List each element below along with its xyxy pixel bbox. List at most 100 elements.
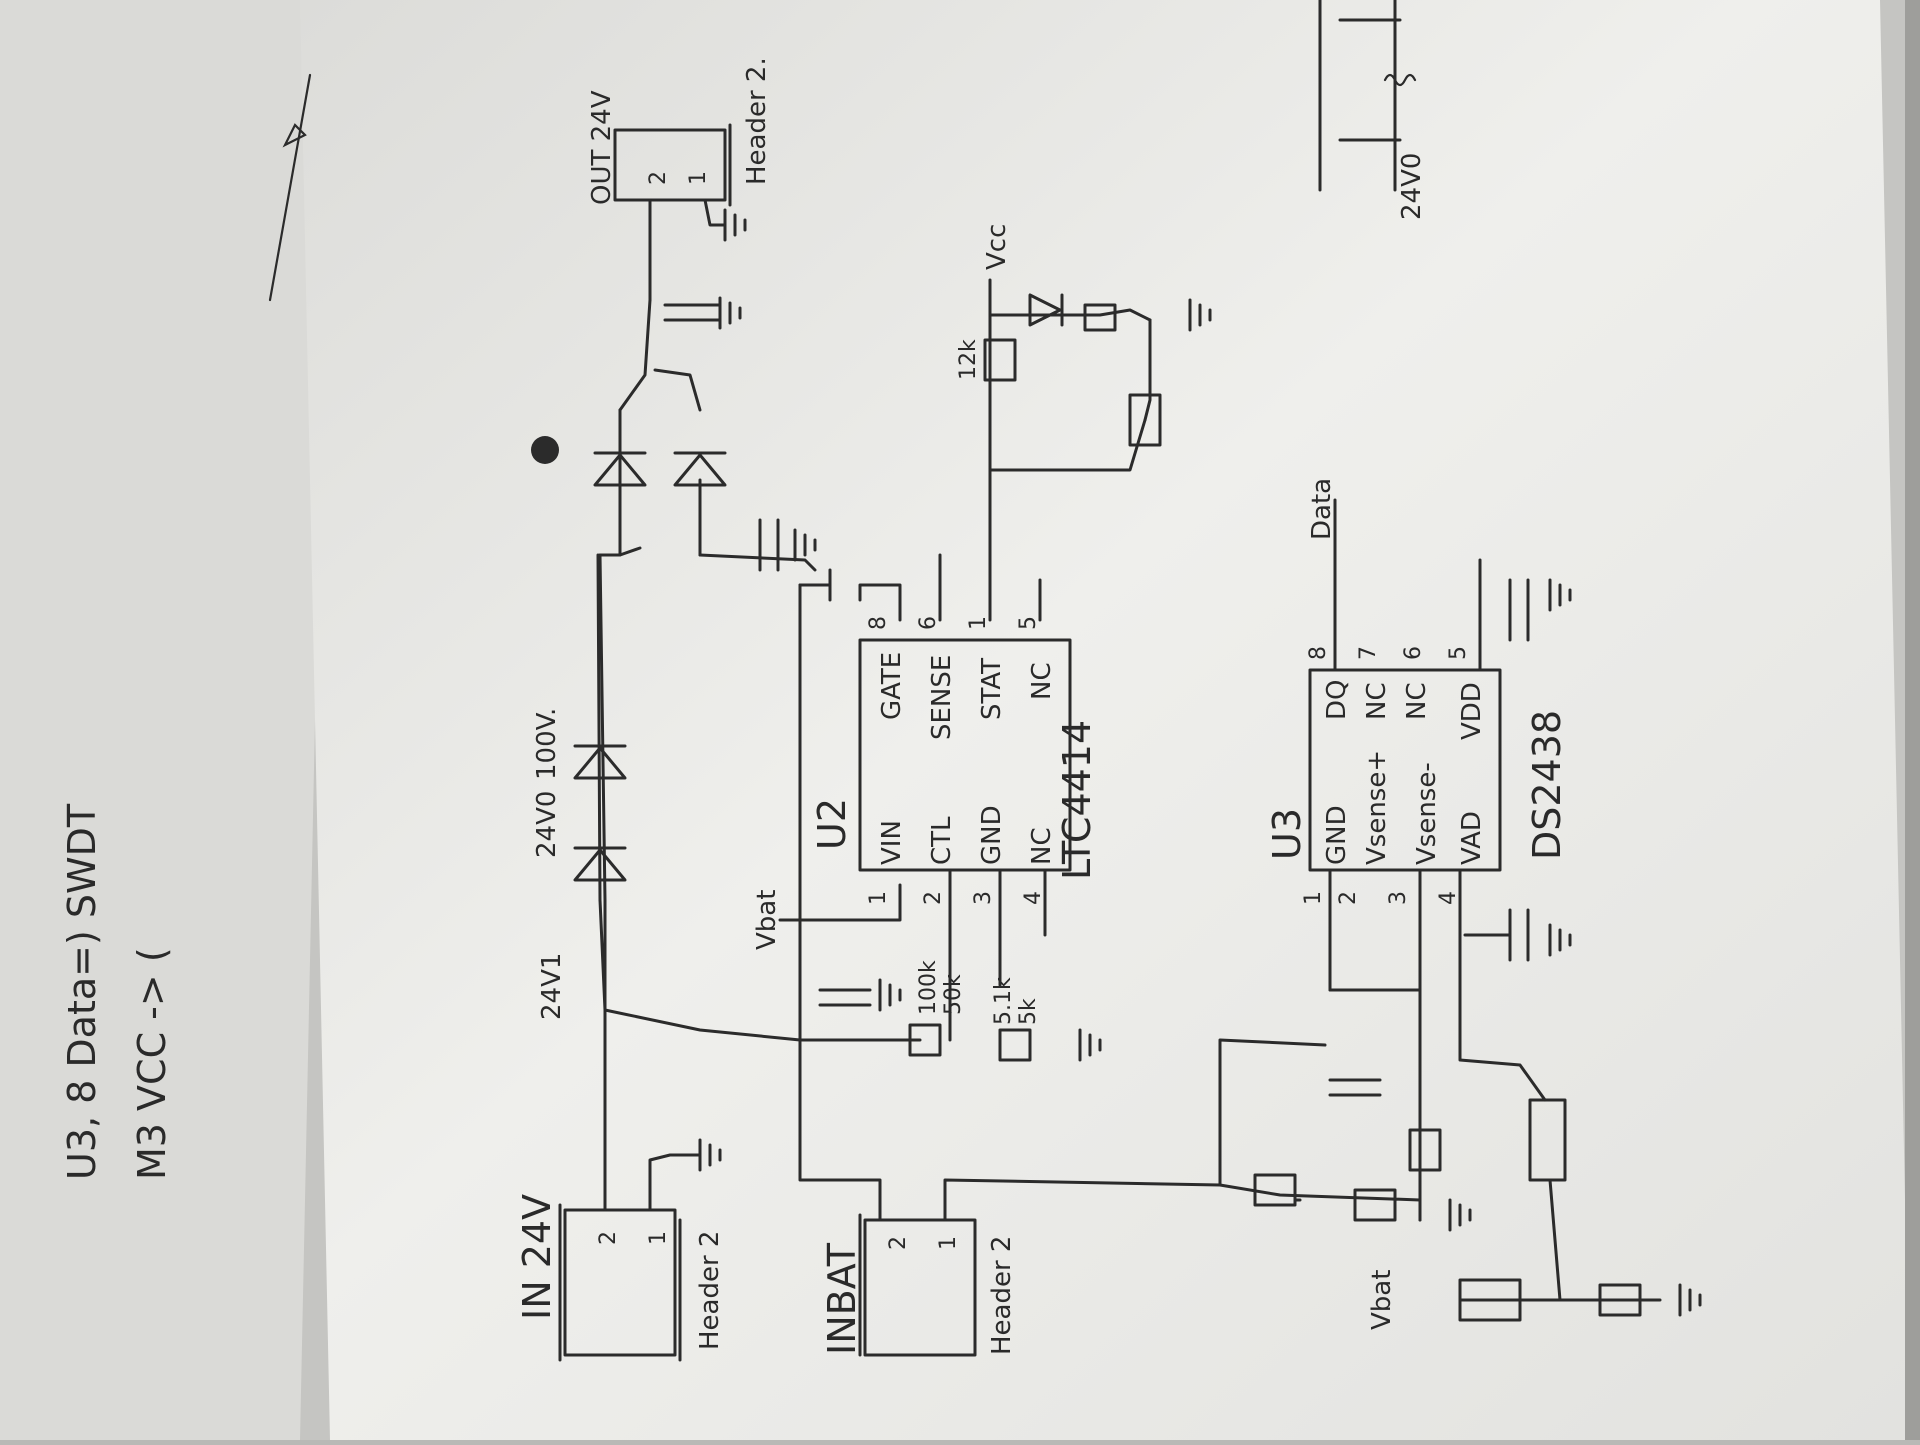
- u3-pin7-num: 7: [1356, 646, 1381, 660]
- gnd-out: [723, 208, 747, 242]
- connector-out-24v: OUT 24V 2 1 Header 2.: [587, 57, 772, 207]
- note-line-1: U3, 8 Data=) SWDT: [60, 803, 104, 1180]
- zener-24v1-label: 24V1: [537, 953, 567, 1020]
- gnd-vdd: [1548, 578, 1572, 612]
- vbat-label-top: Vbat: [752, 890, 782, 950]
- main-paper-sheet: [300, 0, 1910, 1440]
- u3-pin1-num: 1: [1301, 891, 1326, 905]
- note-line-2: M3 VCC -> (: [130, 947, 174, 1180]
- u2-pin1-num: 1: [866, 891, 891, 905]
- u3-pin-gnd: GND: [1322, 805, 1352, 865]
- resistor-div-b: [1353, 1188, 1397, 1222]
- u2-pin5-num: 5: [1016, 616, 1041, 630]
- out-header-label: Header 2.: [742, 57, 772, 185]
- u2-pin-nc: NC: [1027, 827, 1057, 865]
- resistor-vad: [1528, 1098, 1567, 1182]
- cap-vad: [1508, 908, 1530, 962]
- gnd-led: [1188, 298, 1212, 332]
- gnd-div: [1078, 1028, 1102, 1062]
- u2-part: LTC4414: [1055, 720, 1099, 880]
- u2-pin-gate: GATE: [877, 652, 907, 720]
- u2-pin-vin: VIN: [877, 820, 907, 865]
- u3-pin-vsense-plus: Vsense+: [1362, 750, 1392, 865]
- zener-top-label: 24V0: [1397, 153, 1427, 220]
- u3-pin6-num: 6: [1401, 646, 1426, 660]
- u2-pin-stat: STAT: [977, 658, 1007, 720]
- diodes: 24V1 24V0 100V.: [532, 293, 1064, 1020]
- ink-dot: [531, 436, 559, 464]
- in-24v-label: IN 24V: [515, 1194, 559, 1320]
- resistor-5k1: [998, 1028, 1032, 1062]
- resistor-100k: [908, 1023, 942, 1057]
- u3-pin3-num: 3: [1386, 891, 1411, 905]
- resistor-gnd: [1598, 1283, 1642, 1317]
- bat-pin2: 2: [886, 1236, 911, 1250]
- u2-pin-sense: SENSE: [927, 655, 957, 740]
- u2-pin-gnd: GND: [977, 805, 1007, 865]
- u3-pin4-num: 4: [1436, 891, 1461, 905]
- vcc-label: Vcc: [982, 224, 1012, 270]
- u2-pin8-num: 8: [866, 616, 891, 630]
- data-label: Data: [1307, 478, 1337, 540]
- cap-or: [758, 518, 780, 572]
- ground-symbols: [698, 208, 1702, 1317]
- capacitors: [663, 303, 1530, 1097]
- resistor-led: [1083, 303, 1117, 332]
- chip-u2: U2 LTC4414 VIN CTL GND NC 1 2 3 4 GATE S…: [810, 616, 1099, 905]
- gnd-in: [698, 1138, 722, 1172]
- connector-in-24v: IN 24V 2 1 Header 2: [515, 1194, 725, 1362]
- u3-pin-dq: DQ: [1322, 680, 1352, 721]
- left-paper-sheet: [0, 0, 330, 1440]
- u3-part: DS2438: [1525, 710, 1569, 860]
- u2-right-pins: GATE SENSE STAT NC 8 6 1 5: [866, 616, 1057, 740]
- r-50k-label: 50k: [941, 974, 966, 1015]
- u2-pin3-num: 3: [971, 891, 996, 905]
- u3-pin-nc7: NC: [1362, 682, 1392, 720]
- diode-100v-label: 100V.: [532, 708, 562, 780]
- connector-inbat: INBAT 2 1 Header 2: [820, 1213, 1017, 1357]
- u2-pin2-num: 2: [921, 891, 946, 905]
- resistor-base: [1128, 393, 1162, 447]
- gnd-cap-out: [718, 296, 742, 330]
- resistors: 100k 50k 5.1k 5k 12k: [908, 303, 1642, 1322]
- u2-ref: U2: [810, 798, 854, 850]
- partial-circuit-top-right: 24V0: [1318, 0, 1427, 220]
- resistor-shunt: [1458, 1278, 1522, 1322]
- u2-pin6-num: 6: [916, 616, 941, 630]
- u3-pin-vdd: VDD: [1457, 682, 1487, 740]
- r-5k1-label: 5.1k: [991, 977, 1016, 1025]
- gnd-shunt: [1678, 1283, 1702, 1317]
- in-header-label: Header 2: [695, 1231, 725, 1350]
- out-pin1: 1: [686, 171, 711, 185]
- cap-sense: [1328, 1078, 1382, 1097]
- zener-24v0-label: 24V0: [532, 791, 562, 858]
- out-24v-label: OUT 24V: [587, 90, 617, 205]
- resistor-sense: [1408, 1128, 1442, 1172]
- u3-pin-nc6: NC: [1402, 682, 1432, 720]
- u2-pin4-num: 4: [1021, 891, 1046, 905]
- u3-right-pins: DQ NC NC VDD 8 7 6 5: [1306, 646, 1487, 740]
- in-pin2: 2: [596, 1231, 621, 1245]
- u2-pin7-num: 1: [966, 616, 991, 630]
- vbat-label-bottom: Vbat: [1367, 1270, 1397, 1330]
- gnd-or: [793, 528, 817, 562]
- u3-ref: U3: [1265, 808, 1309, 860]
- gnd-div2: [1448, 1198, 1472, 1232]
- u3-pin-vad: VAD: [1457, 811, 1487, 865]
- bat-pin1: 1: [936, 1236, 961, 1250]
- inbat-label: INBAT: [820, 1242, 864, 1355]
- gnd-vad: [1548, 923, 1572, 957]
- u3-pin5-num: 5: [1446, 646, 1471, 660]
- r-12k-label: 12k: [956, 339, 981, 380]
- u2-pin-ctl: CTL: [927, 816, 957, 865]
- cap-vin: [818, 988, 872, 1007]
- chip-u3: U3 DS2438 GND Vsense+ Vsense- VAD 1 2 3 …: [1265, 646, 1569, 905]
- inbat-header-label: Header 2: [987, 1236, 1017, 1355]
- resistor-12k: [983, 338, 1017, 382]
- out-pin2: 2: [646, 171, 671, 185]
- u3-pin-vsense-minus: Vsense-: [1412, 762, 1442, 865]
- gnd-vin: [878, 978, 902, 1012]
- u2-pin-nc2: NC: [1027, 662, 1057, 700]
- u3-left-pins: GND Vsense+ Vsense- VAD 1 2 3 4: [1301, 750, 1487, 905]
